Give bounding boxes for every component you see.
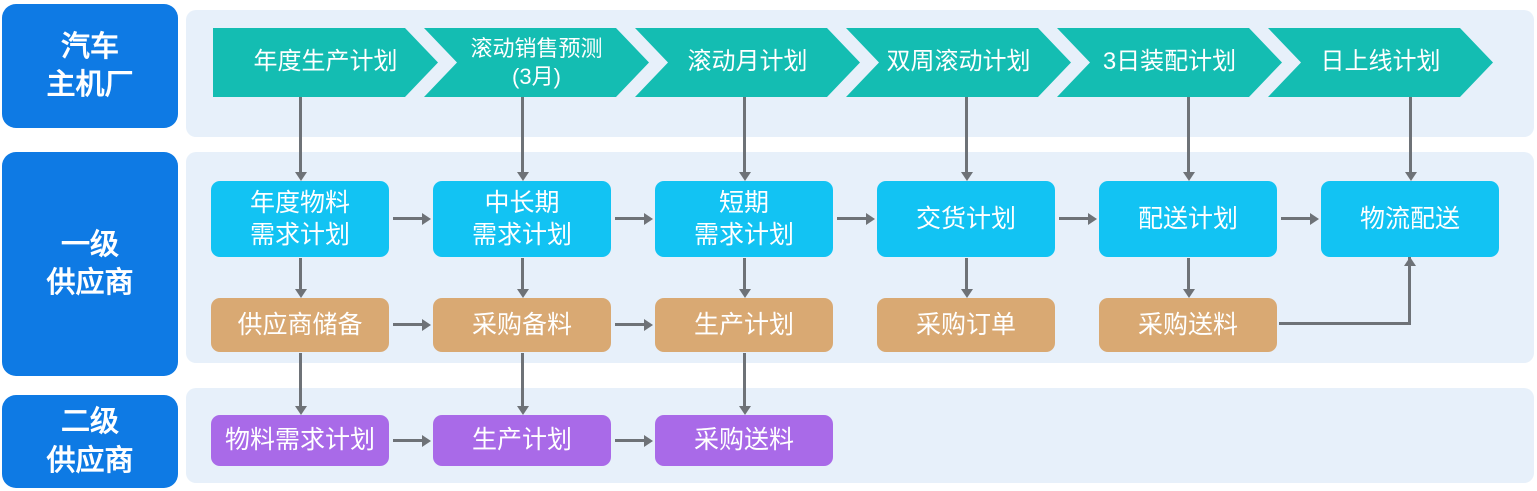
box-material-requirement-plan-tier2: 物料需求计划 (211, 415, 389, 466)
box-text: 交货计划 (915, 204, 1016, 233)
chevron-text: 年度生产计划 (253, 48, 398, 76)
lane-label-oem: 汽车 主机厂 (2, 4, 178, 128)
chevron-daily-online-plan: 日上线计划 (1268, 28, 1493, 97)
box-text: 采购送料 (693, 426, 794, 455)
lane-label-text: 一级 供应商 (46, 228, 134, 299)
flow-arrow-down-icon (516, 353, 529, 415)
box-text: 生产计划 (471, 426, 572, 455)
box-production-plan-tier2: 生产计划 (433, 415, 611, 466)
box-text: 物料需求计划 (224, 426, 375, 455)
chevron-text: 3日装配计划 (1102, 48, 1237, 76)
lane-label-text: 二级 供应商 (46, 406, 134, 477)
box-text: 供应商储备 (237, 310, 363, 339)
box-text: 短期 需求计划 (693, 188, 794, 250)
chevron-text: 滚动销售预测 (3月) (470, 36, 603, 89)
lane-band-tier2-supplier (186, 388, 1534, 483)
box-text: 采购订单 (915, 310, 1016, 339)
box-procurement-delivery-tier2: 采购送料 (655, 415, 833, 466)
flow-arrow-down-icon (516, 97, 529, 181)
flow-arrow-down-icon (1182, 97, 1195, 181)
box-text: 年度物料 需求计划 (249, 188, 350, 250)
box-procurement-delivery-tier1: 采购送料 (1099, 298, 1277, 352)
flow-arrow-down-icon (294, 97, 307, 181)
box-text: 采购送料 (1137, 310, 1238, 339)
lane-label-tier2-supplier: 二级 供应商 (2, 395, 178, 488)
chevron-text: 双周滚动计划 (886, 48, 1031, 76)
lane-label-tier1-supplier: 一级 供应商 (2, 152, 178, 376)
flow-arrow-down-icon (960, 97, 973, 181)
flow-arrow-down-icon (1182, 258, 1195, 298)
box-logistics-distribution: 物流配送 (1321, 181, 1499, 257)
flow-arrow-right-icon (393, 434, 431, 447)
flow-arrow-right-icon (1059, 212, 1097, 225)
chevron-biweekly-rolling-plan: 双周滚动计划 (846, 28, 1071, 97)
box-mid-long-term-requirement-plan: 中长期 需求计划 (433, 181, 611, 257)
box-delivery-plan: 交货计划 (877, 181, 1055, 257)
lane-label-text: 汽车 主机厂 (46, 30, 134, 101)
box-text: 生产计划 (693, 310, 794, 339)
flow-arrow-right-icon (837, 212, 875, 225)
flow-arrow-right-icon (393, 212, 431, 225)
flow-arrow-down-icon (294, 353, 307, 415)
chevron-rolling-sales-forecast: 滚动销售预测 (3月) (424, 28, 649, 97)
chevron-text: 滚动月计划 (687, 48, 808, 76)
box-production-plan-tier1: 生产计划 (655, 298, 833, 352)
lane-band-tier1-supplier (186, 152, 1534, 363)
flow-arrow-down-icon (738, 353, 751, 415)
flow-arrow-down-icon (738, 258, 751, 298)
flow-arrow-right-icon (615, 318, 653, 331)
box-text: 物流配送 (1359, 204, 1460, 233)
box-short-term-requirement-plan: 短期 需求计划 (655, 181, 833, 257)
chevron-annual-production-plan: 年度生产计划 (213, 28, 438, 97)
box-annual-material-requirement-plan: 年度物料 需求计划 (211, 181, 389, 257)
box-purchase-order: 采购订单 (877, 298, 1055, 352)
box-distribution-plan: 配送计划 (1099, 181, 1277, 257)
chevron-text: 日上线计划 (1320, 48, 1441, 76)
flow-arrow-down-icon (738, 97, 751, 181)
flow-arrow-right-icon (615, 434, 653, 447)
chevron-rolling-monthly-plan: 滚动月计划 (635, 28, 860, 97)
flow-arrow-down-icon (516, 258, 529, 298)
flow-arrow-right-icon (615, 212, 653, 225)
flow-arrow-right-icon (393, 318, 431, 331)
flow-arrow-right-icon (1281, 212, 1319, 225)
box-text: 中长期 需求计划 (471, 188, 572, 250)
flow-arrow-down-icon (294, 258, 307, 298)
box-supplier-reserve: 供应商储备 (211, 298, 389, 352)
flow-arrow-down-icon (1404, 97, 1417, 181)
box-text: 采购备料 (471, 310, 572, 339)
box-text: 配送计划 (1137, 204, 1238, 233)
flow-arrow-down-icon (960, 258, 973, 298)
chevron-3day-assembly-plan: 3日装配计划 (1057, 28, 1282, 97)
box-procurement-stocking: 采购备料 (433, 298, 611, 352)
flow-arrow-elbow-up-icon (1279, 257, 1416, 325)
